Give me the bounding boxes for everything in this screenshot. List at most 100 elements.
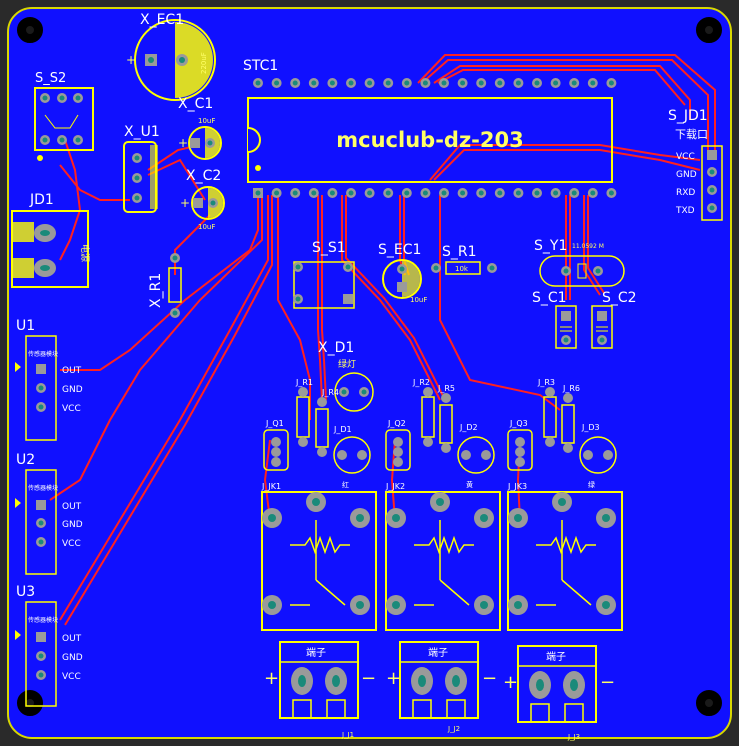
terminal-j2: 端子 + − J_J2 [386,641,497,733]
relay-channel-1: J_R1 J_R4 J_Q1 J_D1 红 J_JK1 [261,378,377,631]
s-c2-capacitor: S_C2 [591,290,637,349]
svg-text:传感器模块: 传感器模块 [28,350,58,358]
stc1-pin-drill [367,80,373,86]
svg-text:J_Q3: J_Q3 [509,419,528,428]
label-s-jd1: S_JD1 [668,108,708,124]
svg-text:电源: 电源 [79,244,91,262]
svg-text:+: + [180,196,190,210]
label-stc1: STC1 [243,58,278,74]
svg-text:J_R2: J_R2 [412,378,430,387]
label-x-d1: X_D1 [318,340,354,356]
u1-sensor-module: U1 传感器模块 OUT GND VCC [15,318,83,441]
stc1-pin-drill [385,80,391,86]
svg-text:−: − [361,668,376,689]
svg-text:J_Q1: J_Q1 [265,419,284,428]
stc1-pin-drill [534,190,540,196]
stc1-pin-drill [348,190,354,196]
stc1-pin-drill [460,190,466,196]
u3-sensor-module: U3 传感器模块 OUT GND VCC [15,584,83,707]
svg-text:J_D2: J_D2 [459,423,478,432]
stc1-pin-drill [553,80,559,86]
svg-text:VCC: VCC [62,539,81,549]
jd1-power-jack: JD1 电源 [11,192,91,288]
label-u3: U3 [16,584,35,600]
svg-text:−: − [600,672,615,693]
stc1-pin-drill [497,190,503,196]
stc1-pin-drill [497,80,503,86]
s-c1-capacitor: S_C1 [532,290,577,349]
svg-text:绿: 绿 [588,480,595,489]
board-outline [7,7,732,739]
relay-channel-3: J_R3 J_R6 J_Q3 J_D3 绿 J_JK3 [507,378,623,631]
svg-text:VCC: VCC [676,152,695,162]
stc1-pin-drill [608,190,614,196]
stc1-pin-drill [404,80,410,86]
stc1-pin-drill [348,80,354,86]
x-ec1-capacitor: + X_EC1 220uF [126,12,216,101]
svg-text:GND: GND [62,653,83,663]
label-x-c2: X_C2 [186,168,221,184]
label-u2: U2 [16,452,35,468]
svg-text:+: + [503,672,518,693]
stc1-pin-drill [404,190,410,196]
stc1-pin-drill [292,80,298,86]
svg-text:J_R4: J_R4 [321,388,339,397]
svg-text:端子: 端子 [306,646,326,659]
stc1-pin-drill [311,80,317,86]
stc1-pin-drill [553,190,559,196]
stc1-bottom-pins [253,188,617,198]
stc1-pin-drill [478,80,484,86]
svg-text:RXD: RXD [676,188,695,198]
stc1-pin-drill [311,190,317,196]
stc1-pin-drill [441,80,447,86]
x-r1-resistor: X_R1 [148,253,182,318]
svg-text:220uF: 220uF [200,52,208,74]
svg-text:J_R6: J_R6 [562,384,580,393]
svg-text:J_JK1: J_JK1 [261,482,281,491]
stc1-pin-drill [274,80,280,86]
label-x-ec1: X_EC1 [140,12,184,28]
terminal-j1: 端子 + − J_J1 [264,641,376,739]
svg-text:VCC: VCC [62,672,81,682]
label-s-r1: S_R1 [442,244,477,260]
svg-text:OUT: OUT [62,366,82,376]
label-s-c2: S_C2 [602,290,637,306]
svg-text:绿灯: 绿灯 [338,358,356,370]
x-c2-capacitor: X_C2 + 10uF [180,168,225,231]
stc1-pin-drill [571,190,577,196]
label-x-r1: X_R1 [148,273,164,308]
stc1-pin-drill [441,190,447,196]
stc1-pin-drill [590,190,596,196]
label-s-ec1: S_EC1 [378,242,421,258]
label-s-y1: S_Y1 [534,238,567,254]
svg-text:OUT: OUT [62,634,82,644]
stc1-pin-drill [422,80,428,86]
stc1-pin-drill [274,190,280,196]
svg-text:J_J1: J_J1 [341,731,354,739]
svg-text:TXD: TXD [675,206,695,216]
svg-text:10uF: 10uF [198,223,215,231]
board-title: mcuclub-dz-203 [336,128,523,152]
label-x-u1: X_U1 [124,124,160,140]
svg-text:OUT: OUT [62,502,82,512]
relay-channel-2: J_R2 J_R5 J_Q2 J_D2 黄 J_JK2 [385,378,501,631]
label-u1: U1 [16,318,35,334]
svg-text:10uF: 10uF [410,296,427,304]
svg-text:GND: GND [62,520,83,530]
svg-text:+: + [264,668,279,689]
svg-text:下载口: 下载口 [675,128,708,141]
label-s-c1: S_C1 [532,290,567,306]
svg-text:−: − [482,668,497,689]
x-c1-capacitor: X_C1 + 10uF [178,96,222,160]
stc1-pin-drill [590,80,596,86]
svg-text:端子: 端子 [546,650,566,663]
stc1-pin-drill [385,190,391,196]
stc1-pin-drill [292,190,298,196]
label-x-c1: X_C1 [178,96,213,112]
stc1-pin-drill [329,80,335,86]
svg-text:J_R1: J_R1 [295,378,313,387]
stc1-pin-drill [367,190,373,196]
svg-text:11.0592 M: 11.0592 M [572,243,604,250]
